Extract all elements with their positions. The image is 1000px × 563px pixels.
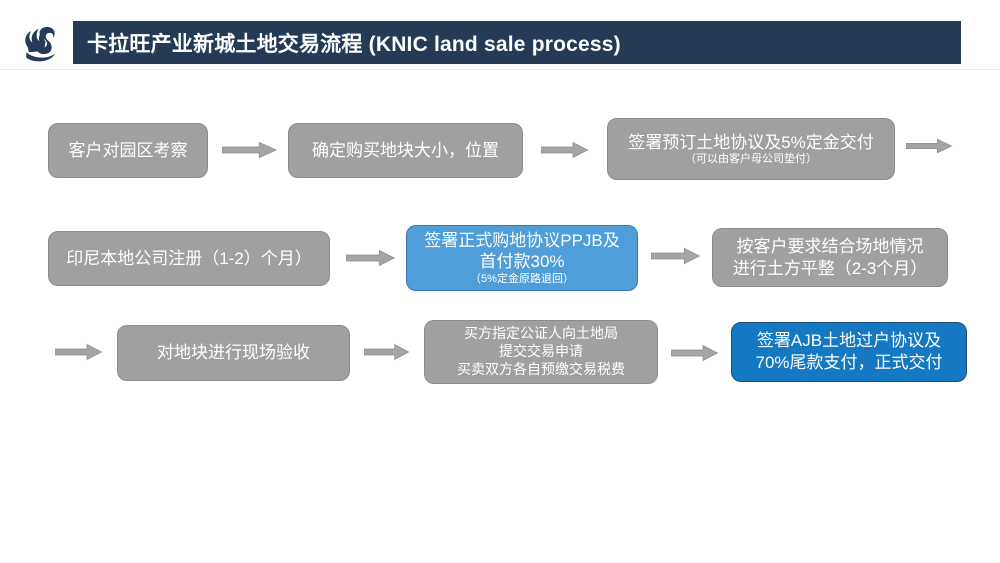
step-label: 确定购买地块大小，位置 [312,140,499,160]
page-title: 卡拉旺产业新城土地交易流程 (KNIC land sale process) [87,32,621,56]
header-divider [0,69,1000,70]
step-label: 客户对园区考察 [68,140,188,160]
step-label: 印尼本地公司注册（1-2）个月） [66,248,312,268]
arrow-right-icon [541,140,589,160]
flow-step-site-inspection: 对地块进行现场验收 [117,325,350,381]
arrow-right-icon [906,137,953,155]
arrow-right-icon [651,246,701,266]
arrow-right-icon [55,342,103,362]
arrow-right-icon [364,342,410,362]
arrow-right-icon [346,248,396,268]
flow-step-company-registration: 印尼本地公司注册（1-2）个月） [48,231,330,286]
arrow-right-icon [222,140,278,160]
step-label: 签署正式购地协议PPJB及 [424,230,620,250]
step-label: 首付款30% [479,252,565,272]
step-label: 进行土方平整（2-3个月） [732,258,928,278]
step-label: 买卖双方各自预缴交易税费 [457,360,625,377]
flow-step-park-visit: 客户对园区考察 [48,123,208,178]
arrow-right-icon [671,343,719,363]
flow-step-notary-application: 买方指定公证人向土地局 提交交易申请 买卖双方各自预缴交易税费 [424,320,658,384]
step-label: 提交交易申请 [499,343,583,360]
step-label: 70%尾款支付，正式交付 [755,353,943,372]
swan-logo [25,26,56,62]
step-note: （5%定金原路退回） [470,273,574,286]
step-label: 按客户要求结合场地情况 [736,236,924,256]
flow-step-plot-selection: 确定购买地块大小，位置 [288,123,523,178]
title-bar: 卡拉旺产业新城土地交易流程 (KNIC land sale process) [73,21,961,64]
step-label: 买方指定公证人向土地局 [464,325,618,342]
flow-step-ajb-transfer: 签署AJB土地过户协议及 70%尾款支付，正式交付 [731,322,967,382]
step-note: （可以由客户母公司垫付） [685,153,817,166]
step-label: 对地块进行现场验收 [157,343,310,363]
flow-step-ppjb-agreement: 签署正式购地协议PPJB及 首付款30% （5%定金原路退回） [406,225,638,291]
step-label: 签署AJB土地过户协议及 [756,331,942,351]
step-label: 签署预订土地协议及5%定金交付 [628,132,874,152]
flow-step-reservation-agreement: 签署预订土地协议及5%定金交付 （可以由客户母公司垫付） [607,118,895,180]
flow-step-land-leveling: 按客户要求结合场地情况 进行土方平整（2-3个月） [712,228,948,287]
